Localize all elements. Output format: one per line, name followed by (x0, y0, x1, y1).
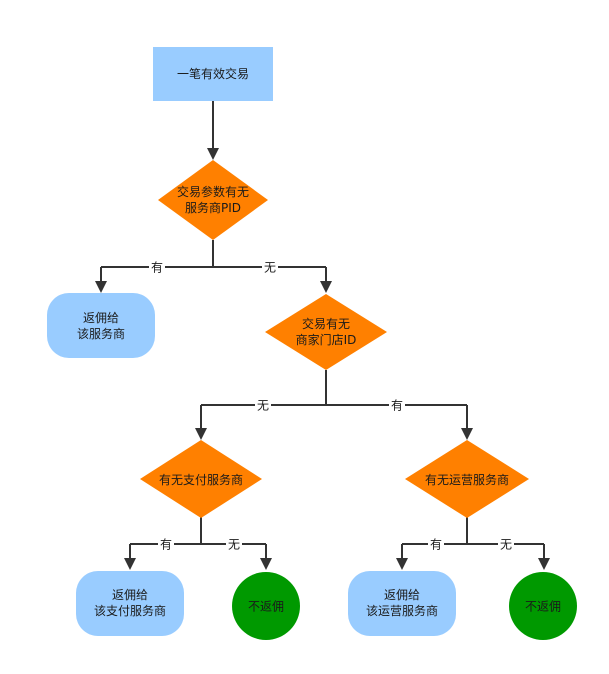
decision-diamond (140, 440, 262, 518)
node-q1: 交易参数有无 服务商PID (158, 160, 268, 240)
node-r4-line1: 返佣给 (384, 588, 420, 602)
arrowhead (461, 428, 473, 440)
edge-label-q1-no: 无 (264, 261, 276, 275)
edge-label-q3-no: 无 (228, 538, 240, 552)
edge-q3-branch (129, 517, 267, 560)
node-r2: 返佣给 该支付服务商 (76, 571, 184, 636)
node-q1-line2: 服务商PID (185, 200, 241, 215)
node-q2-line2: 商家门店ID (296, 332, 357, 347)
node-r5: 不返佣 (509, 572, 577, 640)
arrowhead (195, 428, 207, 440)
terminal-circle (509, 572, 577, 640)
decision-diamond (158, 160, 268, 240)
result-box (348, 571, 456, 636)
result-box (76, 571, 184, 636)
node-q1-line1: 交易参数有无 (177, 184, 249, 199)
node-start-label: 一笔有效交易 (177, 66, 249, 81)
node-r4: 返佣给 该运营服务商 (348, 571, 456, 636)
arrowhead (320, 281, 332, 293)
edge-q2-branch (200, 370, 468, 430)
arrowhead (207, 148, 219, 160)
node-r1: 返佣给 该服务商 (47, 293, 155, 358)
edge-labels: 有 无 无 有 有 无 有 无 (149, 260, 514, 552)
connectors (95, 101, 550, 570)
edge-label-q1-yes: 有 (151, 261, 163, 275)
decision-diamond (265, 294, 387, 370)
edge-label-q4-yes: 有 (430, 538, 442, 552)
result-box (47, 293, 155, 358)
node-q4-label: 有无运营服务商 (425, 472, 509, 487)
node-r2-line2: 该支付服务商 (94, 603, 166, 618)
edge-label-q2-no: 无 (257, 399, 269, 413)
node-start: 一笔有效交易 (153, 47, 273, 101)
arrowhead (260, 558, 272, 570)
terminal-circle (232, 572, 300, 640)
edge-q1-branch (100, 240, 327, 283)
arrowhead (538, 558, 550, 570)
node-q3: 有无支付服务商 (140, 440, 262, 518)
node-r2-line1: 返佣给 (112, 588, 148, 602)
node-r1-line1: 返佣给 (83, 311, 119, 325)
node-r5-label: 不返佣 (525, 600, 561, 614)
arrowhead (396, 558, 408, 570)
edge-label-q3-yes: 有 (160, 538, 172, 552)
decision-diamond (405, 440, 529, 518)
node-q2: 交易有无 商家门店ID (265, 294, 387, 370)
arrowhead (124, 558, 136, 570)
edge-label-q4-no: 无 (500, 538, 512, 552)
node-r4-line2: 该运营服务商 (366, 603, 438, 618)
node-r3-label: 不返佣 (248, 600, 284, 614)
node-q3-label: 有无支付服务商 (159, 472, 243, 487)
node-q2-line1: 交易有无 (302, 316, 350, 331)
edge-q4-branch (401, 517, 545, 560)
node-q4: 有无运营服务商 (405, 440, 529, 518)
process-box (153, 47, 273, 101)
node-r3: 不返佣 (232, 572, 300, 640)
edge-label-q2-yes: 有 (391, 399, 403, 413)
arrowhead (95, 281, 107, 293)
node-r1-line2: 该服务商 (77, 326, 125, 341)
